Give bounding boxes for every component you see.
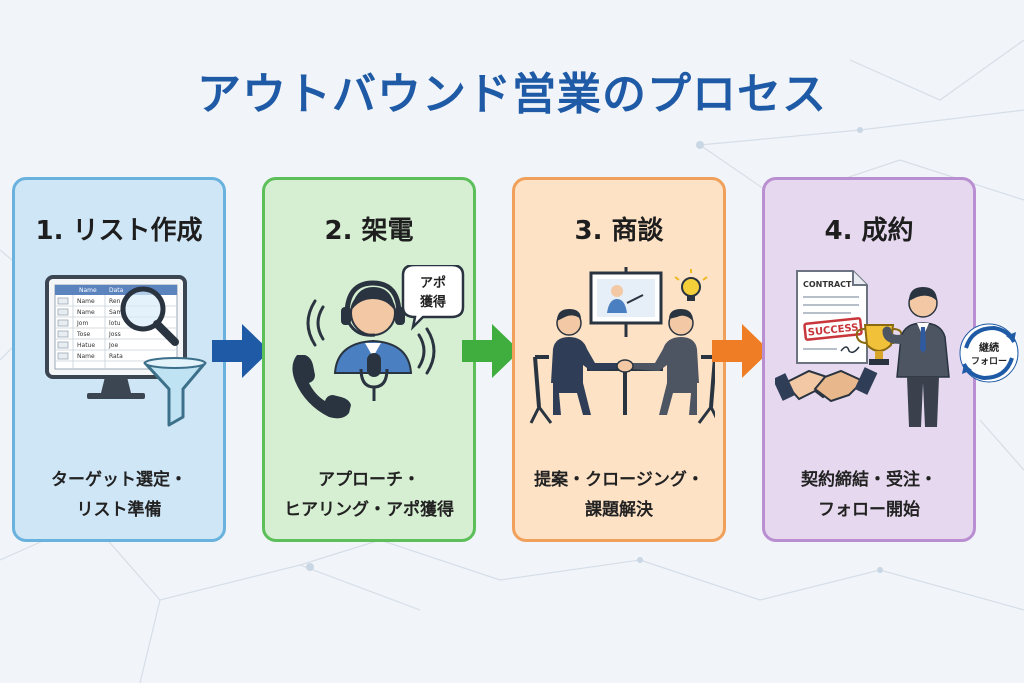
table-cell: Joe: [108, 342, 118, 349]
table-cell: Rata: [109, 353, 123, 360]
phone-icon: [292, 355, 351, 419]
table-cell: Name: [77, 353, 95, 360]
presentation-board-icon: [589, 267, 663, 337]
success-stamp: SUCCESS: [807, 322, 859, 338]
business-meeting-icon: [529, 267, 715, 424]
bubble-text: アポ: [420, 275, 446, 291]
step-description: 契約締結・受注・ フォロー開始: [801, 470, 937, 520]
table-cell: Sam: [109, 309, 122, 316]
cycle-label: フォロー: [971, 357, 1007, 367]
step-card-contract: 4. 成約 CONTRACT SUCCESS: [762, 177, 976, 542]
step-card-list-creation: 1. リスト作成 Name Data Name Ren Name Sam Jom…: [12, 177, 226, 542]
table-cell: Name: [77, 309, 95, 316]
table-cell: Ren: [109, 298, 121, 305]
person-right: [631, 309, 715, 424]
step-card-calling: 2. 架電 アポ 獲得 アプローチ・ ヒアリング・アポ獲得: [262, 177, 476, 542]
funnel-icon: [143, 357, 207, 427]
table-cell: lotu: [109, 320, 121, 327]
arrow-right-icon: [712, 324, 770, 378]
arrow-right-icon: [212, 324, 270, 378]
step-heading: 2. 架電: [324, 216, 414, 246]
magnifier-icon: [120, 286, 179, 346]
step-description: ターゲット選定・ リスト準備: [51, 470, 187, 520]
table-header-name: Name: [79, 287, 97, 294]
handshake-icon: [616, 359, 634, 373]
step-heading: 1. リスト作成: [35, 216, 203, 246]
step-heading: 3. 商談: [574, 216, 664, 246]
table-cell: Hatue: [77, 342, 95, 349]
cycle-arrows-icon: 継続 フォロー: [959, 323, 1019, 383]
speech-bubble: アポ 獲得: [401, 265, 465, 331]
table-header-data: Data: [109, 287, 124, 294]
contract-success-icon: CONTRACT SUCCESS: [775, 270, 950, 427]
table-cell: Joss: [108, 331, 121, 338]
table-cell: Jom: [76, 320, 88, 327]
step-description: アプローチ・ ヒアリング・アポ獲得: [284, 470, 454, 520]
table-cell: Name: [77, 298, 95, 305]
table-cell: Tose: [76, 331, 90, 338]
contract-label: CONTRACT: [803, 280, 852, 289]
monitor-list-icon: Name Data Name Ren Name Sam Jom lotu Tos…: [45, 275, 207, 427]
cycle-label: 継続: [979, 341, 999, 354]
page-title: アウトバウンド営業のプロセス: [197, 69, 827, 120]
step-description: 提案・クロージング・ 課題解決: [534, 470, 704, 520]
step-heading: 4. 成約: [824, 216, 914, 246]
contract-document-icon: CONTRACT SUCCESS: [796, 270, 868, 364]
step-card-negotiation: 3. 商談: [512, 177, 726, 542]
handshake-icon: [775, 367, 878, 403]
headset-operator-icon: アポ 獲得: [292, 265, 465, 419]
bubble-text: 獲得: [420, 294, 446, 310]
lightbulb-icon: [674, 269, 708, 301]
businessman-figure: [882, 287, 950, 427]
person-left: [529, 309, 619, 424]
arrow-right-icon: [462, 324, 520, 378]
